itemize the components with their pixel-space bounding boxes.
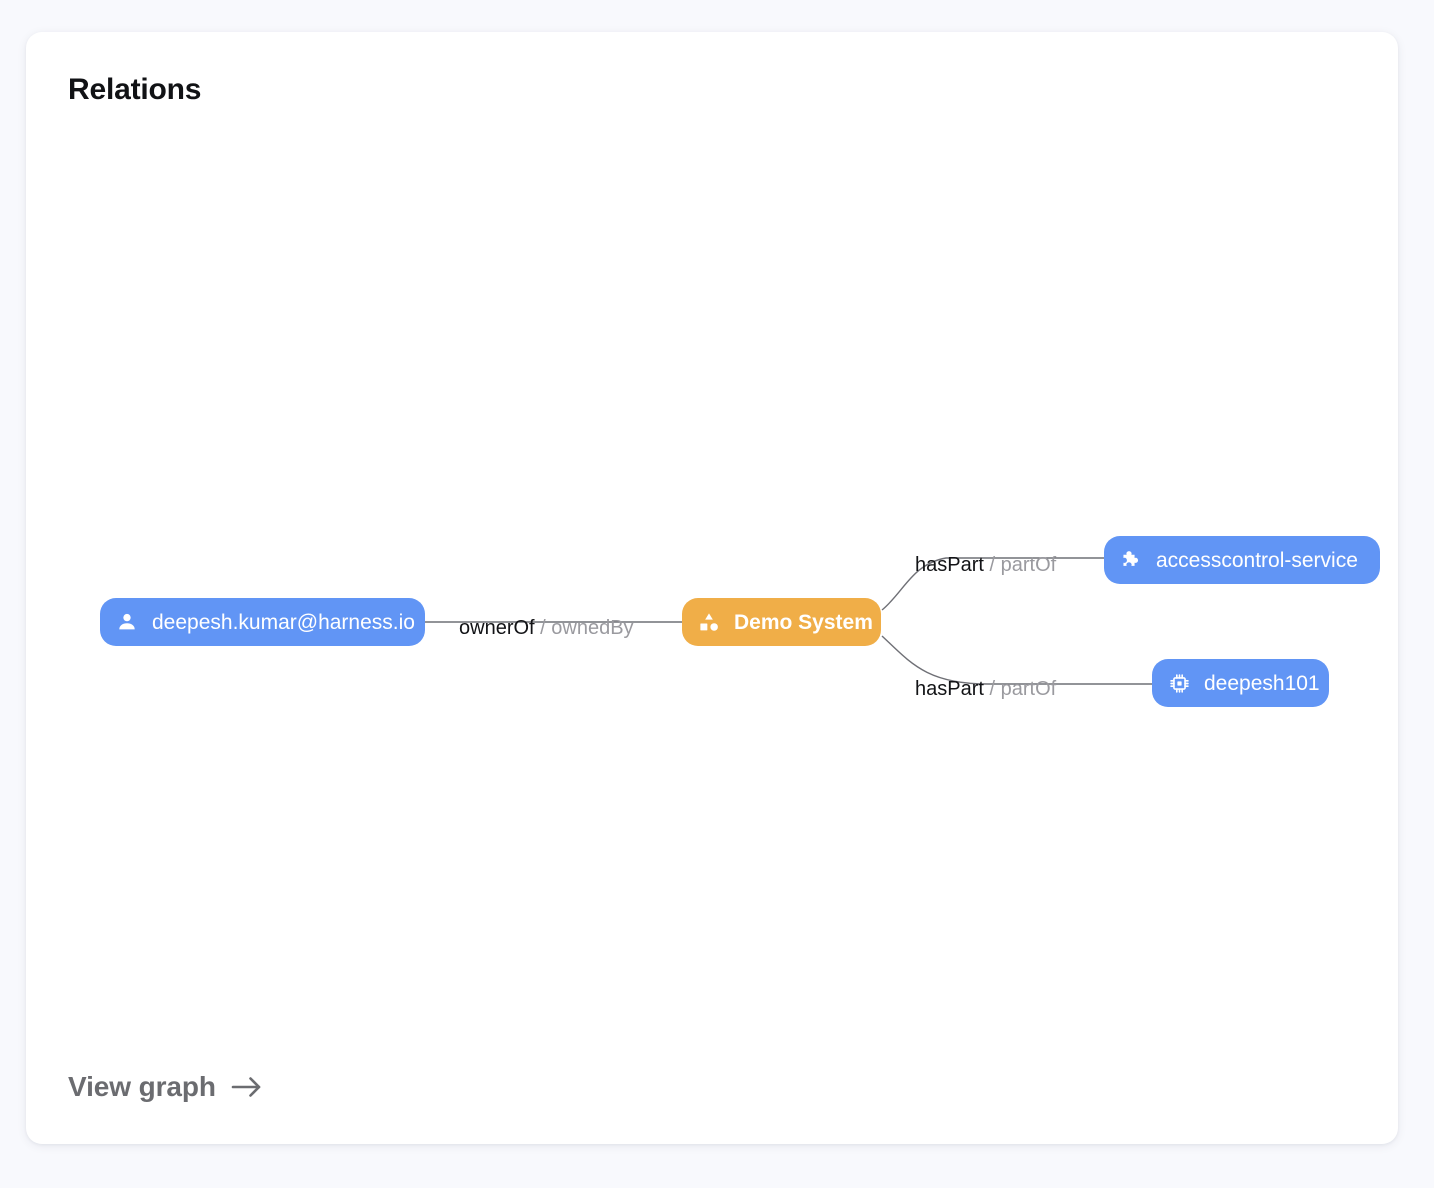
- graph-node-label: deepesh101: [1204, 671, 1320, 695]
- edge-label-forward: hasPart: [915, 554, 984, 576]
- view-graph-label: View graph: [68, 1071, 216, 1102]
- view-graph-link[interactable]: View graph: [68, 1072, 264, 1102]
- edge-label-separator: /: [540, 617, 552, 639]
- graph-node-accesscontrol-service[interactable]: accesscontrol-service: [1104, 536, 1380, 584]
- edge-label-reverse: ownedBy: [551, 617, 634, 639]
- page-title: Relations: [68, 73, 202, 106]
- graph-node-label: Demo System: [734, 610, 873, 634]
- puzzle-piece-icon: [1118, 547, 1144, 573]
- graph-node-label: accesscontrol-service: [1156, 548, 1358, 572]
- edge-label-separator: /: [989, 554, 1001, 576]
- graph-node-system[interactable]: Demo System: [682, 598, 881, 646]
- edge-label-haspart-accesscontrol: hasPart / partOf: [915, 555, 1056, 575]
- relations-card: Relations deepesh.kumar@harness.io: [26, 32, 1398, 1144]
- edge-label-reverse: partOf: [1000, 554, 1057, 576]
- edge-label-haspart-deepesh101: hasPart / partOf: [915, 679, 1056, 699]
- edge-line-haspart-deepesh101: [881, 635, 1152, 685]
- edge-label-separator: /: [989, 678, 1001, 700]
- graph-node-label: deepesh.kumar@harness.io: [152, 610, 415, 634]
- graph-edges: [425, 557, 1152, 685]
- edge-label-forward: hasPart: [915, 678, 984, 700]
- arrow-right-icon: [230, 1072, 264, 1102]
- edge-label-owner: ownerOf / ownedBy: [459, 618, 634, 638]
- graph-node-deepesh101[interactable]: deepesh101: [1152, 659, 1329, 707]
- relations-graph: deepesh.kumar@harness.io Demo System: [26, 122, 1398, 1052]
- edge-label-reverse: partOf: [1000, 678, 1057, 700]
- person-icon: [114, 609, 140, 635]
- cpu-chip-icon: [1166, 670, 1192, 696]
- graph-node-person[interactable]: deepesh.kumar@harness.io: [100, 598, 425, 646]
- edge-label-forward: ownerOf: [459, 617, 535, 639]
- system-shapes-icon: [696, 609, 722, 635]
